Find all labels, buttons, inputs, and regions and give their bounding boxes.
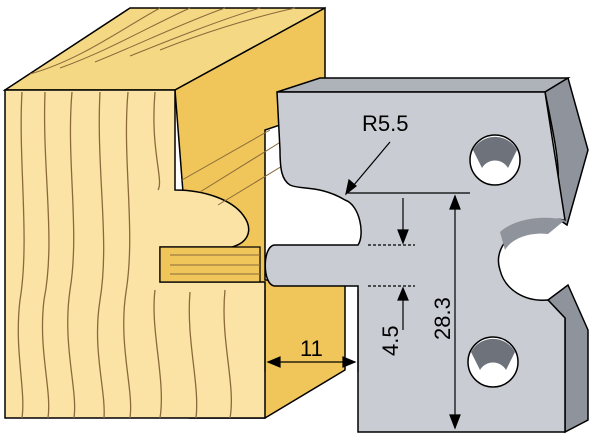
radius-label: R5.5 (362, 111, 408, 136)
width-label: 11 (300, 336, 323, 361)
cutter-notch-shade (500, 217, 565, 250)
cutter-knife (264, 76, 589, 434)
wood-grain (17, 91, 233, 419)
mounting-hole-bottom (467, 336, 519, 388)
dimension-lines (264, 141, 470, 430)
wood-top-grain (29, 7, 296, 75)
height-label: 28.3 (430, 297, 455, 340)
mounting-hole-top (469, 134, 521, 186)
wood-block (2, 6, 346, 419)
cutter-top-face (276, 77, 571, 93)
slot-label: 4.5 (378, 325, 403, 356)
